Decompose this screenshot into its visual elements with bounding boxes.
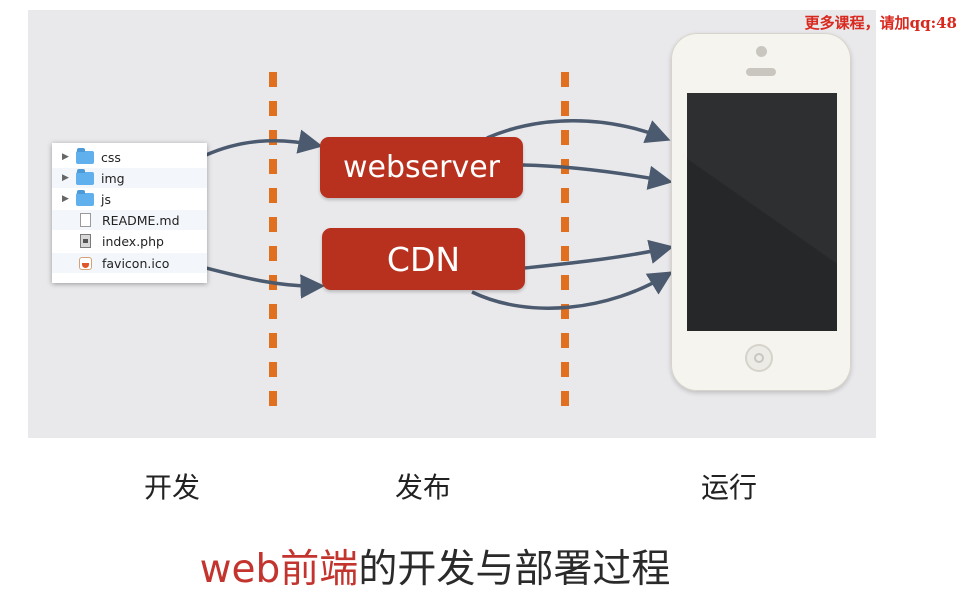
arrow-webserver-to-phone-top bbox=[486, 119, 671, 144]
file-name: img bbox=[101, 170, 125, 186]
phone-speaker-icon bbox=[746, 68, 776, 76]
phone-camera-icon bbox=[756, 46, 767, 57]
file-row-index-php[interactable]: index.php bbox=[52, 231, 207, 251]
file-name: js bbox=[101, 191, 111, 207]
cdn-box: CDN bbox=[322, 228, 525, 290]
webserver-box: webserver bbox=[320, 137, 523, 198]
slide-caption: web前端的开发与部署过程 bbox=[0, 538, 870, 594]
stage-label-run: 运行 bbox=[701, 471, 758, 504]
php-file-icon bbox=[80, 234, 91, 248]
folder-icon bbox=[76, 147, 94, 164]
file-row-img[interactable]: ▶ img bbox=[52, 168, 207, 188]
file-name: README.md bbox=[102, 212, 180, 228]
disclosure-triangle-icon[interactable]: ▶ bbox=[62, 152, 69, 162]
arrow-cdn-to-phone-top bbox=[524, 239, 674, 270]
phone-home-button-icon bbox=[745, 344, 773, 372]
file-name: index.php bbox=[102, 233, 164, 249]
arrow-webserver-to-phone-bottom bbox=[522, 163, 673, 190]
caption-highlight: web前端 bbox=[199, 547, 359, 592]
disclosure-triangle-icon[interactable]: ▶ bbox=[62, 194, 69, 204]
file-row-readme[interactable]: README.md bbox=[52, 210, 207, 230]
file-row-js[interactable]: ▶ js bbox=[52, 189, 207, 209]
folder-icon bbox=[76, 189, 94, 206]
phone-screen bbox=[687, 93, 837, 331]
stage-label-publish: 发布 bbox=[395, 471, 452, 504]
favicon-file-icon bbox=[79, 256, 92, 270]
file-row-favicon[interactable]: favicon.ico bbox=[52, 253, 207, 273]
arrow-cdn-to-phone-bottom bbox=[471, 271, 673, 310]
file-name: css bbox=[101, 149, 121, 165]
arrow-files-to-cdn bbox=[205, 266, 325, 299]
disclosure-triangle-icon[interactable]: ▶ bbox=[62, 173, 69, 183]
document-icon bbox=[80, 213, 91, 227]
caption-rest: 的开发与部署过程 bbox=[358, 547, 671, 592]
arrow-files-to-webserver bbox=[205, 129, 323, 157]
file-name: favicon.ico bbox=[102, 255, 170, 271]
stage-label-develop: 开发 bbox=[144, 471, 201, 504]
watermark: 更多课程，请加qq:48 bbox=[804, 14, 957, 32]
file-row-css[interactable]: ▶ css bbox=[52, 147, 207, 167]
folder-icon bbox=[76, 168, 94, 185]
file-list-panel: ▶ css ▶ img ▶ js README.md index.php fav… bbox=[52, 143, 207, 283]
